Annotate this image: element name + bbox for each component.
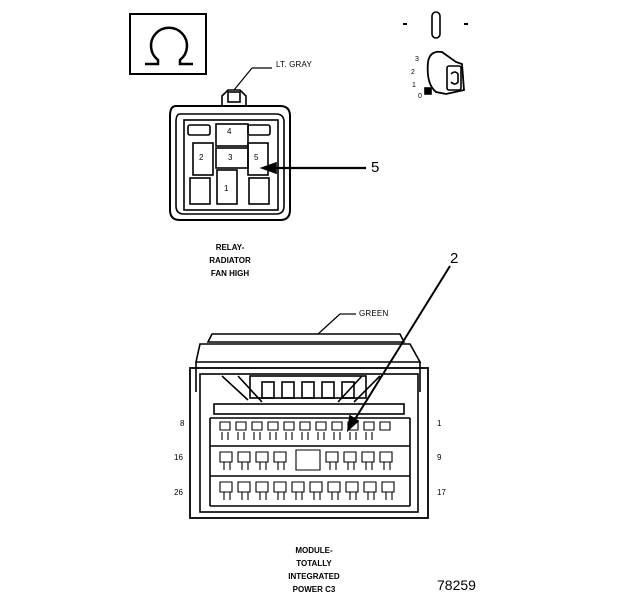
module-caption-line-4: POWER C3	[292, 585, 336, 594]
module-pin-label-1: 1	[437, 419, 442, 428]
module-pin-label-17: 17	[437, 488, 446, 497]
module-pin-label-26: 26	[174, 488, 183, 497]
module-caption-line-1: MODULE-	[295, 546, 333, 555]
relay-caption-line-2: RADIATOR	[209, 256, 251, 265]
module-caption: MODULE- TOTALLY INTEGRATED POWER C3	[266, 544, 362, 596]
ignition-position-2: 2	[411, 69, 416, 76]
ignition-position-1: 1	[412, 82, 417, 89]
ignition-position-3: 3	[415, 56, 420, 63]
ignition-position-0: 0	[418, 93, 423, 100]
module-pin-label-8: 8	[180, 419, 185, 428]
callout-2-arrow	[346, 265, 451, 433]
module-pin-label-9: 9	[437, 453, 442, 462]
figure-number: 78259	[437, 577, 476, 593]
module-wire-label: GREEN	[359, 309, 389, 318]
relay-cavity-5: 5	[254, 153, 259, 162]
module-caption-line-2: TOTALLY	[296, 559, 332, 568]
ohm-symbol-icon	[129, 13, 207, 75]
relay-cavity-4: 4	[227, 127, 232, 136]
callout-5: 5	[371, 159, 380, 176]
callout-2: 2	[450, 250, 459, 267]
ignition-key-icon	[403, 11, 468, 95]
relay-caption-line-3: FAN HIGH	[210, 269, 250, 278]
relay-caption: RELAY- RADIATOR FAN HIGH	[190, 241, 270, 280]
relay-caption-line-1: RELAY-	[215, 243, 245, 252]
module-caption-line-3: INTEGRATED	[288, 572, 340, 581]
relay-cavity-2: 2	[199, 153, 204, 162]
relay-connector	[169, 89, 291, 221]
module-pin-label-16: 16	[174, 453, 183, 462]
callout-5-arrow	[259, 161, 366, 175]
module-connector	[189, 333, 429, 519]
relay-cavity-1: 1	[224, 184, 229, 193]
relay-wire-label: LT. GRAY	[276, 60, 312, 69]
relay-cavity-3: 3	[228, 153, 233, 162]
